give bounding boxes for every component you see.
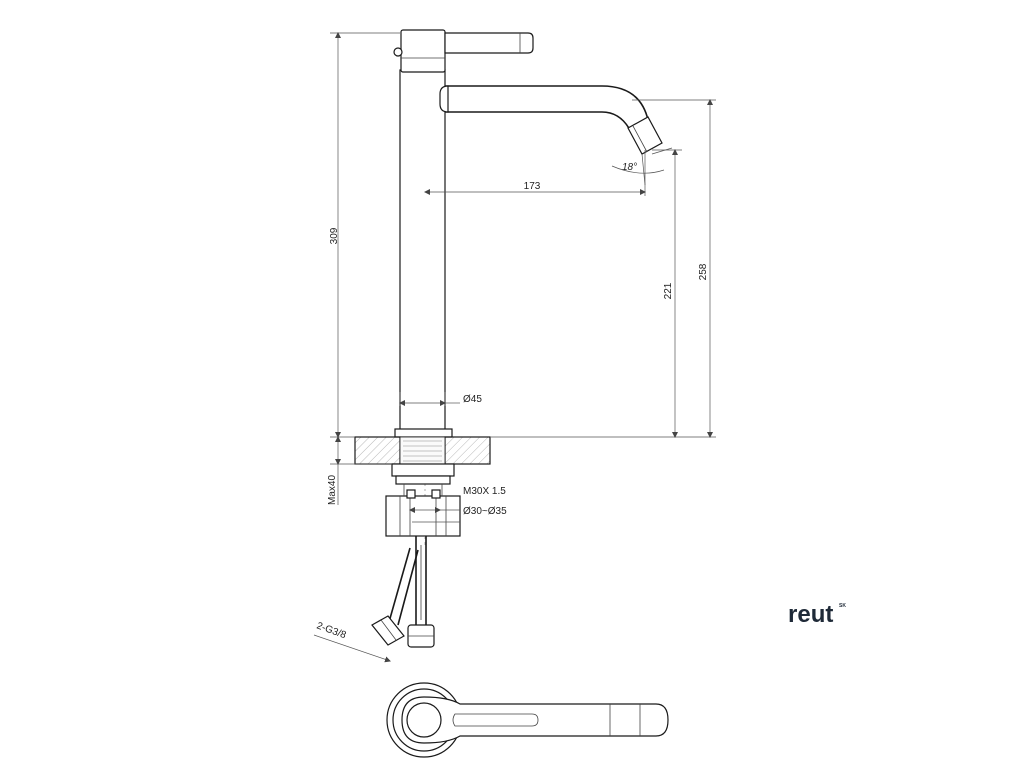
label-max-counter: Max40 (327, 475, 338, 505)
faucet-top-view (386, 682, 669, 758)
dimension-lines (313, 32, 716, 663)
label-thread: M30X 1.5 (463, 486, 506, 497)
brand-logo: reut SK (788, 601, 846, 628)
label-spout-height: 221 (663, 282, 674, 299)
brand-superscript: SK (839, 603, 846, 609)
label-connection: 2-G3/8 (315, 620, 348, 641)
brand-name: reut (788, 601, 833, 628)
label-hole-diameter: Ø30~Ø35 (463, 506, 507, 517)
countertop-section (354, 436, 491, 537)
label-spout-angle: 18° (622, 162, 637, 173)
label-total-height: 309 (329, 227, 340, 244)
label-spout-reach: 173 (524, 181, 541, 192)
dimension-labels: 309 173 18° 221 258 Ø45 Max40 M30X 1.5 Ø… (315, 162, 709, 641)
label-body-diameter: Ø45 (463, 394, 482, 405)
faucet-spout (439, 85, 673, 186)
faucet-body (393, 29, 534, 545)
label-handle-height: 258 (698, 263, 709, 280)
supply-hoses (371, 536, 435, 648)
